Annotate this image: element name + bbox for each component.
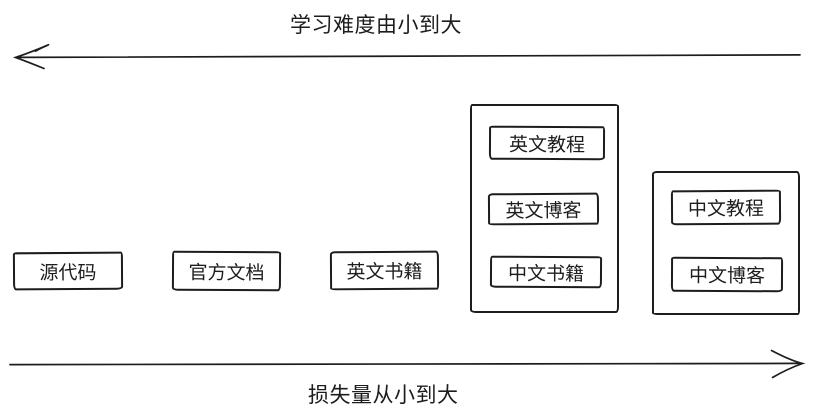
bottom-axis-arrowhead-right-icon — [770, 349, 806, 379]
bottom-axis-arrow-line — [9, 362, 800, 366]
top-axis-arrowhead-left-icon — [12, 44, 48, 70]
node-chinese-books: 中文书籍 — [489, 255, 603, 289]
top-axis-arrow-line — [15, 54, 801, 59]
node-chinese-tutorials: 中文教程 — [670, 189, 782, 226]
bottom-axis-label: 损失量从小到大 — [308, 384, 459, 407]
top-axis-arrowhead-overshoot — [34, 43, 50, 53]
top-axis-label: 学习难度由小到大 — [290, 14, 462, 37]
group-box-english-tier: 英文教程 英文博客 中文书籍 — [470, 104, 619, 313]
node-chinese-blogs: 中文博客 — [670, 256, 784, 293]
node-english-blogs: 英文博客 — [487, 192, 600, 226]
node-english-tutorials: 英文教程 — [488, 125, 606, 161]
node-source-code: 源代码 — [12, 251, 124, 291]
node-english-books: 英文书籍 — [329, 250, 440, 291]
node-official-docs: 官方文档 — [171, 250, 282, 292]
group-box-chinese-tier: 中文教程 中文博客 — [652, 171, 800, 315]
